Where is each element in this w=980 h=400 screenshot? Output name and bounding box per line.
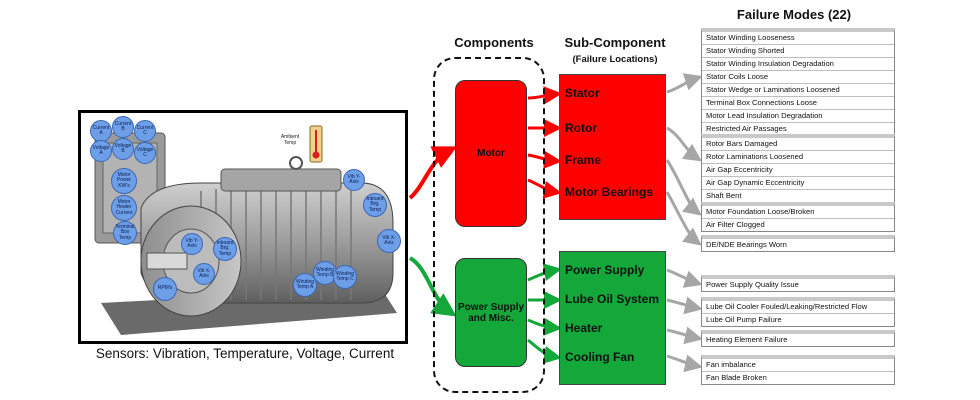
failure-mode-item: Rotor Bars Damaged	[702, 138, 894, 151]
arrow-fan-to-fm	[666, 354, 703, 373]
sensor-winding-temp-c: Winding Temp C	[333, 265, 357, 289]
sensor-voltage-c: Voltage C	[134, 142, 156, 164]
sensor-rpm: RPM's	[153, 277, 177, 301]
failure-list-frame: Motor Foundation Loose/Broken Air Filter…	[701, 202, 895, 232]
sensor-vib-y-left: Vib Y-Axis	[181, 233, 203, 255]
failure-list-rotor: Rotor Bars Damaged Rotor Laminations Loo…	[701, 134, 895, 203]
failure-list-bearings: DE/NDE Bearings Worn	[701, 235, 895, 252]
sensor-terminal-box-temp: Terminal Box Temp	[113, 221, 137, 245]
sensor-inboard-brg-left: Inboard Brg. Temp	[213, 237, 237, 261]
failure-mode-item: Stator Coils Loose	[702, 71, 894, 84]
sensor-voltage-b: Voltage B	[112, 138, 134, 160]
sensor-motor-power: Motor Power KW's	[111, 168, 137, 194]
sensor-motor-heater: Motor Heater Current	[111, 195, 137, 221]
arrow-stator-to-fm	[666, 73, 703, 94]
ambient-temp-label: Ambient Temp	[280, 134, 300, 146]
arrow-power-to-fan	[527, 338, 562, 364]
failure-mode-item: Stator Winding Insulation Degradation	[702, 58, 894, 71]
sub-component-note: (Failure Locations)	[572, 54, 658, 65]
sub-motor-bearings: Motor Bearings	[565, 185, 654, 199]
components-group	[433, 57, 545, 393]
arrow-frame-to-fm	[665, 159, 702, 216]
motor-subcomponents-box	[559, 74, 666, 220]
failure-modes-header: Failure Modes (22)	[736, 7, 852, 22]
failure-list-power-supply: Power Supply Quality Issue	[701, 275, 895, 292]
sub-lube-oil-system: Lube Oil System	[565, 292, 660, 306]
sensor-inboard-brg-right: Inboard Brg. Temp	[363, 193, 387, 217]
failure-mode-item: Lube Oil Cooler Fouled/Leaking/Restricte…	[702, 301, 894, 314]
component-power-supply: Power Supply and Misc.	[455, 258, 527, 367]
sensor-voltage-a: Voltage A	[90, 140, 112, 162]
failure-mode-item: Fan Blade Broken	[706, 373, 767, 382]
sensor-vib-x-left: Vib X-Axis	[193, 263, 215, 285]
failure-mode-item: Air Filter Clogged	[706, 220, 765, 229]
failure-mode-item: Power Supply Quality Issue	[706, 280, 799, 289]
failure-mode-item: Fan imbalance	[702, 359, 894, 372]
arrow-supply-to-fm	[666, 268, 703, 288]
sub-component-header: Sub-Component	[564, 35, 666, 50]
sensor-vib-y-top: Vib Y-Axis	[343, 169, 365, 191]
arrow-photo-to-power	[408, 256, 457, 317]
failure-mode-item: Shaft Bent	[706, 191, 742, 200]
failure-mode-item: Motor Foundation Loose/Broken	[702, 206, 894, 219]
arrow-power-to-heater	[527, 317, 562, 336]
arrow-bearings-to-fm	[665, 191, 702, 246]
component-motor: Motor	[455, 80, 527, 227]
failure-mode-item: Stator Winding Shorted	[702, 45, 894, 58]
failure-mode-item: Air Gap Dynamic Eccentricity	[702, 177, 894, 190]
arrow-photo-to-motor	[408, 146, 458, 200]
sensor-current-c: Current C	[134, 120, 156, 142]
failure-mode-item: Terminal Box Connections Loose	[702, 97, 894, 110]
sub-stator: Stator	[565, 86, 600, 100]
sensor-vib-x-right: Vib X-Axis	[377, 229, 401, 253]
failure-list-heater: Heating Element Failure	[701, 330, 895, 347]
arrow-heater-to-fm	[666, 326, 703, 345]
components-header: Components	[454, 35, 534, 50]
sub-heater: Heater	[565, 321, 603, 335]
failure-mode-item: Restricted Air Passages	[706, 124, 787, 133]
sub-cooling-fan: Cooling Fan	[565, 350, 635, 364]
motor-photo-panel: Current A Current B Current C Voltage A …	[78, 110, 408, 344]
arrow-lube-to-fm	[666, 296, 703, 315]
sensor-current-b: Current B	[112, 116, 134, 138]
failure-mode-item: DE/NDE Bearings Worn	[706, 240, 787, 249]
sensor-current-a: Current A	[90, 120, 112, 142]
arrow-rotor-to-fm	[666, 126, 702, 162]
failure-list-lube-oil: Lube Oil Cooler Fouled/Leaking/Restricte…	[701, 297, 895, 327]
failure-mode-item: Rotor Laminations Loosened	[702, 151, 894, 164]
failure-list-stator: Stator Winding Looseness Stator Winding …	[701, 28, 895, 136]
failure-mode-item: Stator Wedge or Laminations Loosened	[702, 84, 894, 97]
thermometer-icon	[309, 125, 323, 163]
arrow-motor-to-stator	[527, 86, 562, 105]
sub-frame: Frame	[565, 153, 602, 167]
arrow-motor-to-frame	[527, 150, 562, 169]
failure-mode-item: Motor Lead Insulation Degradation	[702, 110, 894, 123]
sub-power-supply: Power Supply	[565, 263, 645, 277]
motor-caption: Sensors: Vibration, Temperature, Voltage…	[95, 346, 395, 361]
failure-mode-item: Lube Oil Pump Failure	[706, 315, 782, 324]
failure-mode-item: Air Gap Eccentricity	[702, 164, 894, 177]
sensor-winding-temp-a: Winding Temp A	[293, 273, 317, 297]
arrow-power-to-supply	[527, 263, 562, 282]
arrow-motor-to-bearings	[527, 178, 562, 199]
power-subcomponents-box	[559, 251, 666, 385]
sub-rotor: Rotor	[565, 121, 597, 135]
failure-mode-item: Stator Winding Looseness	[702, 32, 894, 45]
failure-list-cooling-fan: Fan imbalance Fan Blade Broken	[701, 355, 895, 385]
failure-mode-item: Heating Element Failure	[706, 335, 788, 344]
